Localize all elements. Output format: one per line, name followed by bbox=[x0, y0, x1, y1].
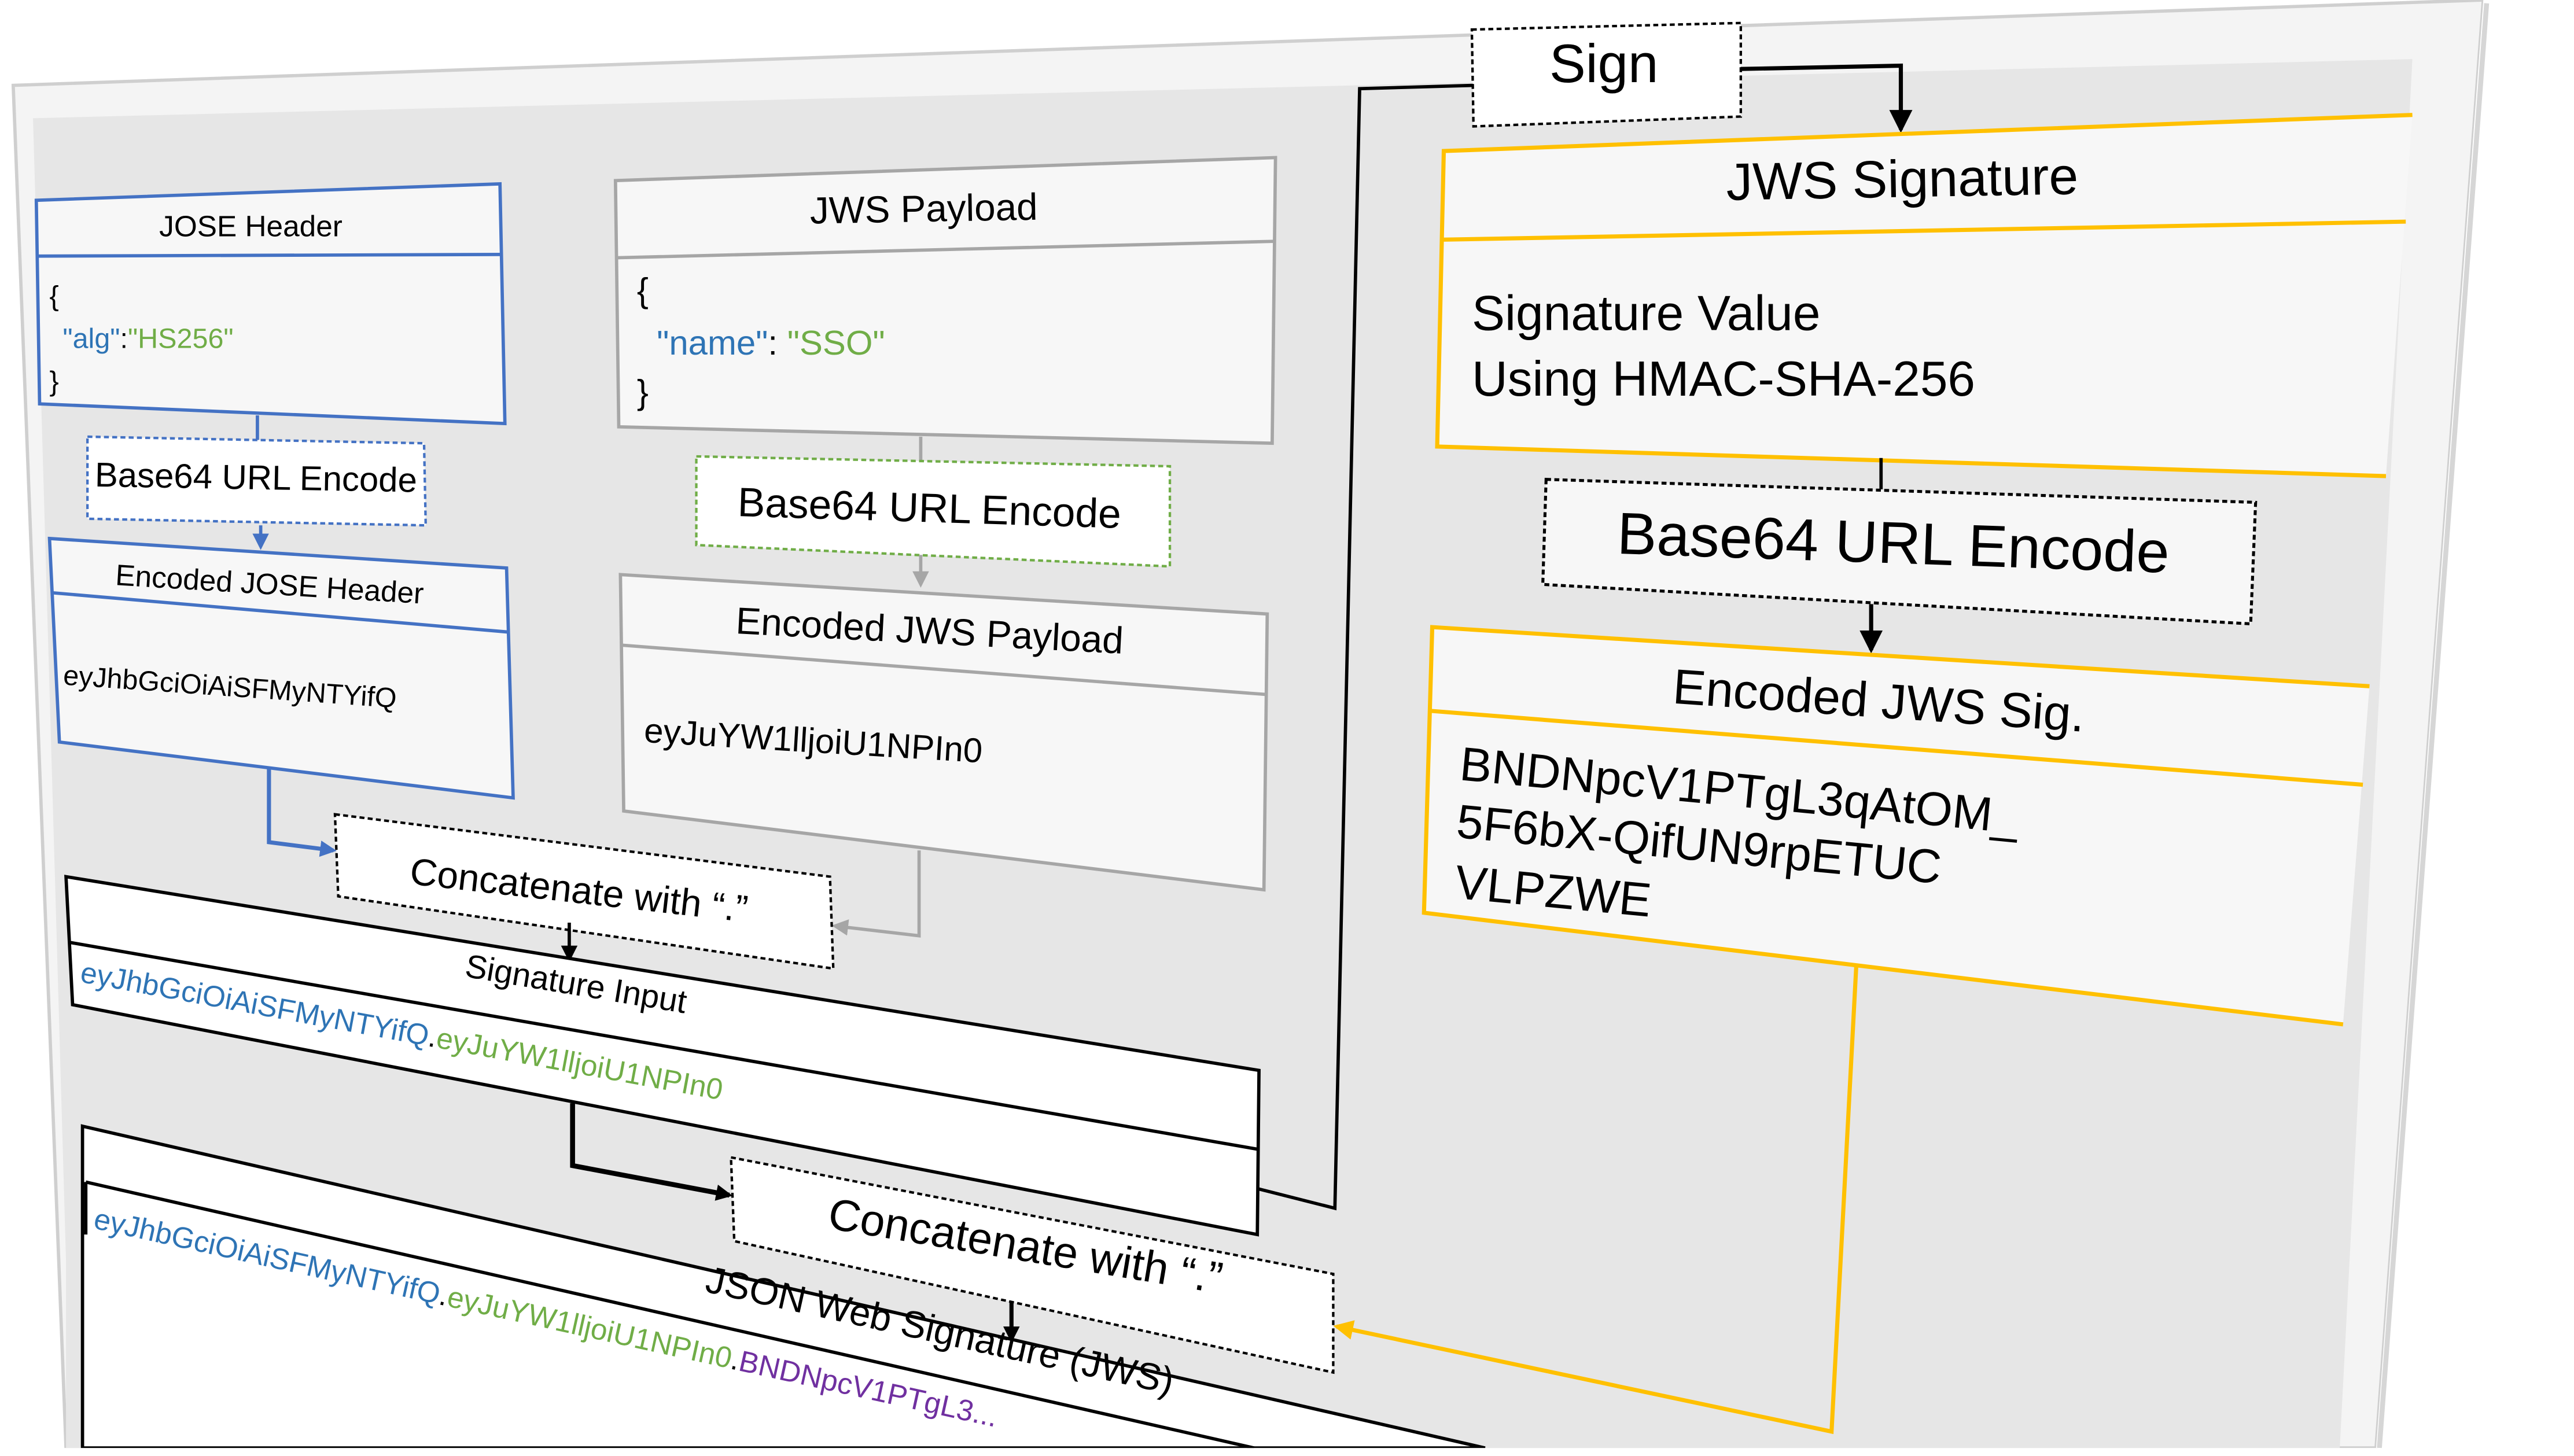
sign-box bbox=[1470, 21, 1742, 128]
jose-header-value: "HS256" bbox=[128, 323, 234, 355]
jws-signature-line1: Signature Value bbox=[1472, 286, 1820, 341]
payload-encode-box bbox=[695, 455, 1172, 568]
jose-header-key: "alg" bbox=[62, 323, 120, 355]
signature-input-to-concat-2-arrow bbox=[570, 1103, 733, 1201]
jws-payload-key: "name" bbox=[657, 323, 768, 362]
encoded-jose-header-divider bbox=[51, 591, 509, 634]
signature-encode-box bbox=[1541, 478, 2258, 626]
jws-payload-brace-open: { bbox=[637, 271, 649, 309]
signature-input-box bbox=[64, 875, 1261, 1237]
sign-to-signature-arrow bbox=[1740, 63, 1913, 133]
jws-signature-line2: Using HMAC-SHA-256 bbox=[1472, 352, 1975, 407]
jose-header-brace-close: } bbox=[50, 366, 59, 397]
jws-signature-title: JWS Signature bbox=[1726, 147, 2079, 211]
page-right-edge bbox=[2376, 0, 2574, 1448]
jws-payload-brace-close: } bbox=[637, 373, 649, 411]
jws-payload-value: "SSO" bbox=[787, 323, 885, 362]
jws-payload-divider bbox=[617, 239, 1274, 260]
concat-2-box bbox=[730, 1156, 1335, 1374]
encoded-payload-to-concat-arrow bbox=[831, 850, 921, 938]
jws-payload-json-line: "name": "SSO" bbox=[657, 323, 885, 362]
jws-payload-colon: : bbox=[768, 323, 787, 362]
concat-1-box bbox=[333, 813, 835, 970]
jws-payload-box bbox=[613, 156, 1277, 445]
encoded-jws-sig-divider bbox=[1430, 709, 2363, 787]
jose-header-brace-open: { bbox=[50, 281, 59, 312]
encoded-jws-sig-box bbox=[1424, 627, 2370, 1024]
jose-header-box bbox=[34, 182, 507, 426]
jws-output-divider bbox=[85, 1180, 1255, 1450]
signature-input-to-sign-line bbox=[1257, 83, 1474, 1211]
jose-header-json-line: "alg":"HS256" bbox=[62, 323, 233, 355]
jose-header-divider bbox=[36, 253, 500, 258]
encoded-jws-sig-border bbox=[1422, 625, 2370, 1027]
jws-signature-border bbox=[1435, 113, 2413, 478]
encoded-sig-to-concat-2-arrow bbox=[1333, 965, 1859, 1435]
jws-signature-box bbox=[1437, 115, 2413, 477]
jws-signature-divider bbox=[1442, 219, 2406, 242]
jose-header-colon: : bbox=[120, 323, 127, 355]
jws-payload-title: JWS Payload bbox=[809, 186, 1038, 232]
encoded-jws-payload-divider bbox=[621, 643, 1266, 696]
encoded-header-to-concat-arrow bbox=[267, 768, 337, 857]
jose-header-title: JOSE Header bbox=[159, 210, 343, 243]
header-encode-box bbox=[86, 435, 427, 527]
encoded-jws-payload-box bbox=[618, 573, 1269, 892]
signature-input-divider bbox=[69, 941, 1258, 1151]
sign-label: Sign bbox=[1549, 33, 1658, 94]
page-right-border bbox=[2377, 3, 2490, 1448]
header-encode-label: Base64 URL Encode bbox=[94, 455, 417, 499]
